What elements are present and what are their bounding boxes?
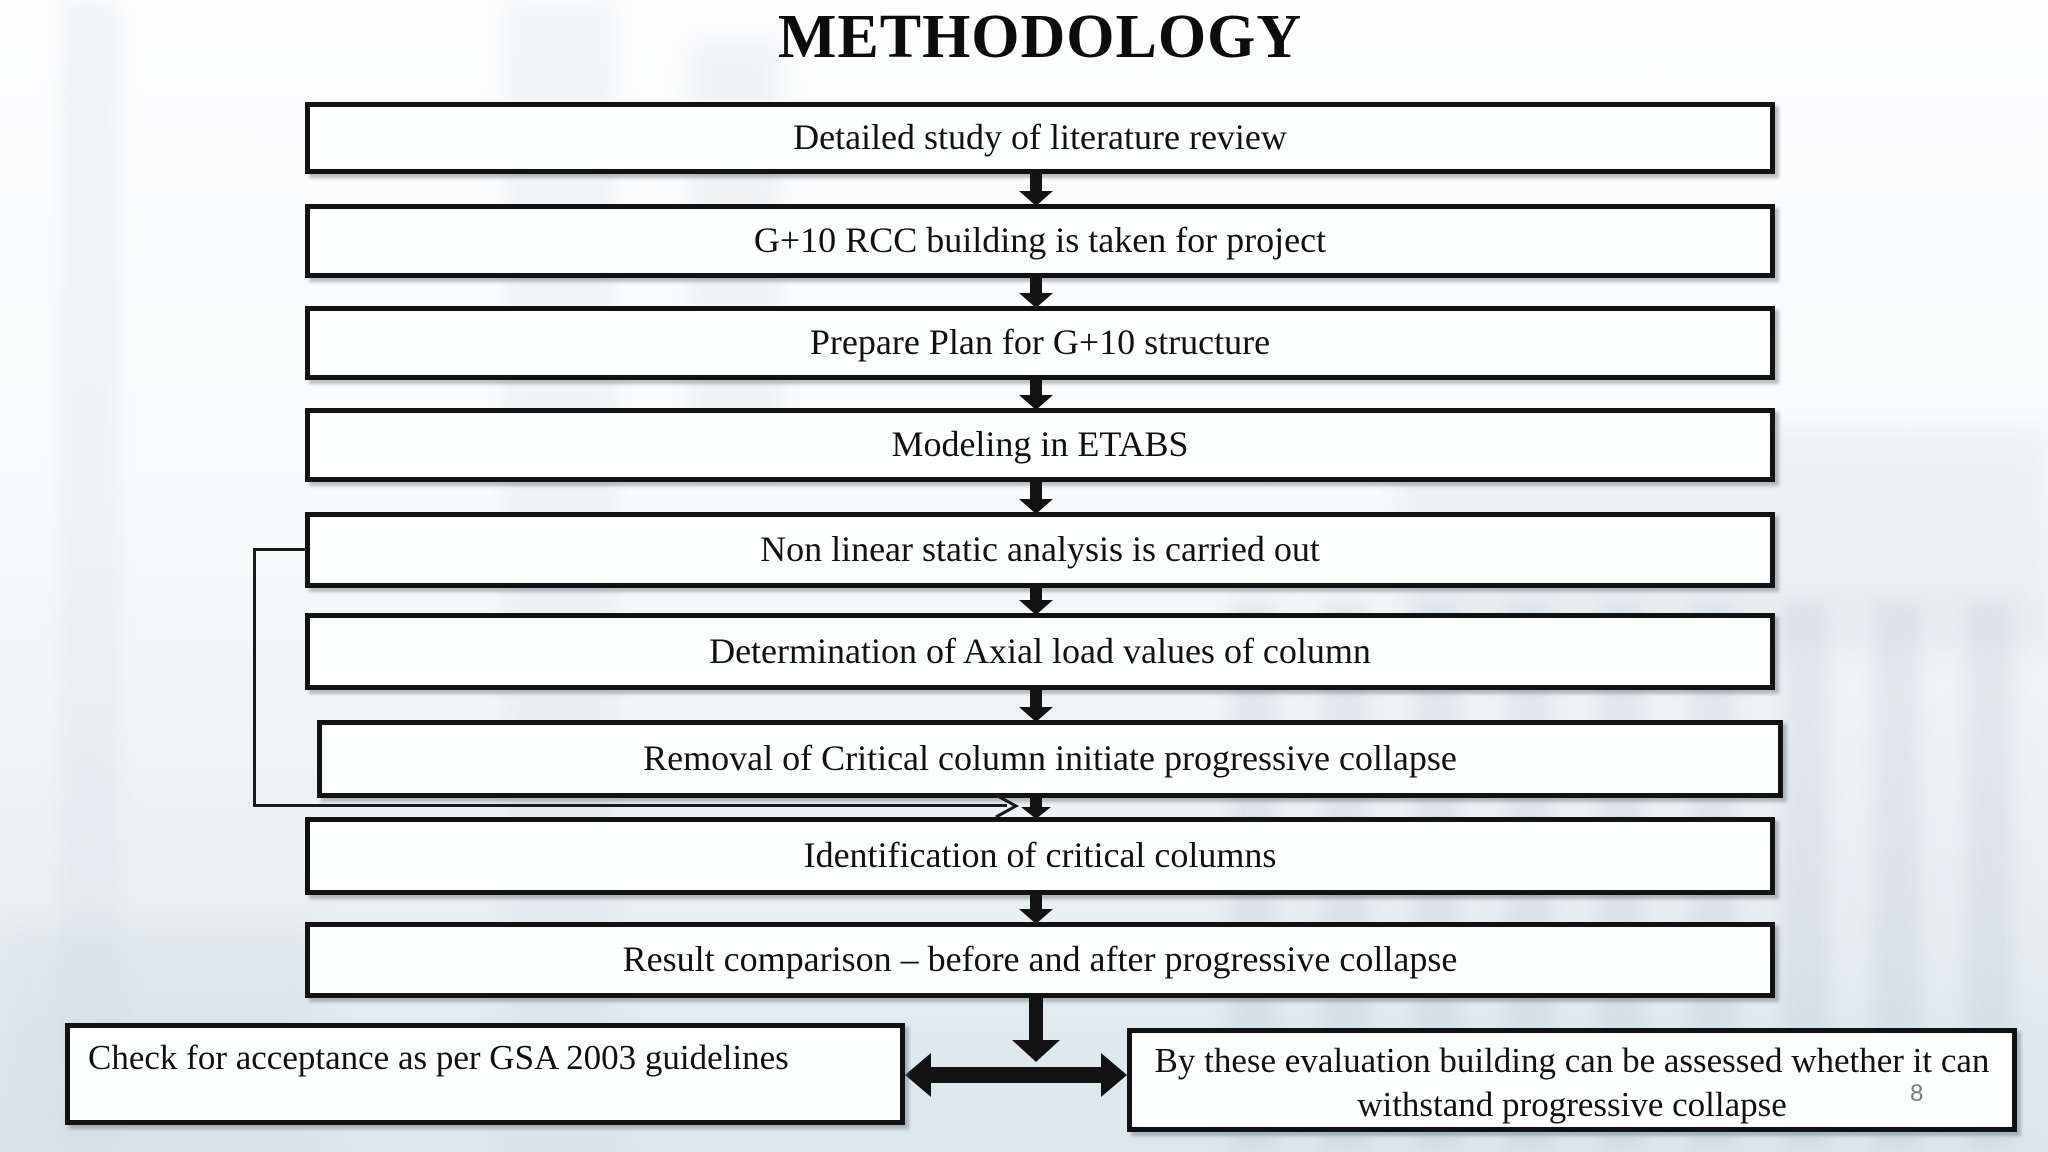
- loop-connector-line: [253, 548, 256, 807]
- flow-step-evaluation-conclusion: By these evaluation building can be asse…: [1127, 1028, 2017, 1132]
- flow-step-column-removal: Removal of Critical column initiate prog…: [317, 720, 1783, 798]
- long-arrow-down-icon: [1012, 996, 1060, 1062]
- loop-arrowhead-icon: [995, 793, 1020, 819]
- flow-step-label: Modeling in ETABS: [891, 424, 1189, 465]
- flow-step-label: Detailed study of literature review: [793, 117, 1287, 158]
- flow-step-axial-load: Determination of Axial load values of co…: [305, 613, 1775, 690]
- flow-step-label: Result comparison – before and after pro…: [622, 939, 1458, 980]
- page-number: 8: [1910, 1080, 1924, 1107]
- arrow-down-icon: [1019, 480, 1053, 514]
- double-arrow-horizontal-icon: [905, 1053, 1127, 1097]
- flow-step-label: Determination of Axial load values of co…: [709, 630, 1371, 671]
- loop-connector-line: [253, 804, 1007, 807]
- flow-step-result-comparison: Result comparison – before and after pro…: [305, 922, 1775, 998]
- page-title: METHODOLOGY: [777, 3, 1303, 71]
- arrow-down-icon: [1019, 378, 1053, 410]
- arrow-down-icon: [1019, 586, 1053, 615]
- flow-step-nonlinear-analysis: Non linear static analysis is carried ou…: [305, 512, 1775, 588]
- flow-step-critical-columns: Identification of critical columns: [305, 817, 1775, 895]
- flow-step-label: Prepare Plan for G+10 structure: [809, 322, 1271, 363]
- arrow-down-icon: [1019, 796, 1053, 819]
- flow-step-building-selection: G+10 RCC building is taken for project: [305, 204, 1775, 278]
- arrow-down-icon: [1019, 893, 1053, 924]
- flow-step-label: G+10 RCC building is taken for project: [753, 220, 1327, 261]
- flow-step-label: Removal of Critical column initiate prog…: [643, 738, 1457, 779]
- background-watermark: [60, 0, 120, 1152]
- flow-step-literature-review: Detailed study of literature review: [305, 102, 1775, 174]
- flow-step-label: Identification of critical columns: [803, 835, 1277, 876]
- flow-step-gsa-check: Check for acceptance as per GSA 2003 gui…: [65, 1023, 905, 1125]
- arrow-down-icon: [1019, 688, 1053, 722]
- loop-connector-line: [253, 548, 307, 551]
- flow-step-label: By these evaluation building can be asse…: [1154, 1041, 1990, 1124]
- flow-step-modeling-etabs: Modeling in ETABS: [305, 408, 1775, 482]
- arrow-down-icon: [1019, 276, 1053, 308]
- flow-step-label: Non linear static analysis is carried ou…: [760, 529, 1320, 570]
- arrow-down-icon: [1019, 172, 1053, 206]
- flow-step-prepare-plan: Prepare Plan for G+10 structure: [305, 306, 1775, 380]
- flow-step-label: Check for acceptance as per GSA 2003 gui…: [88, 1038, 789, 1077]
